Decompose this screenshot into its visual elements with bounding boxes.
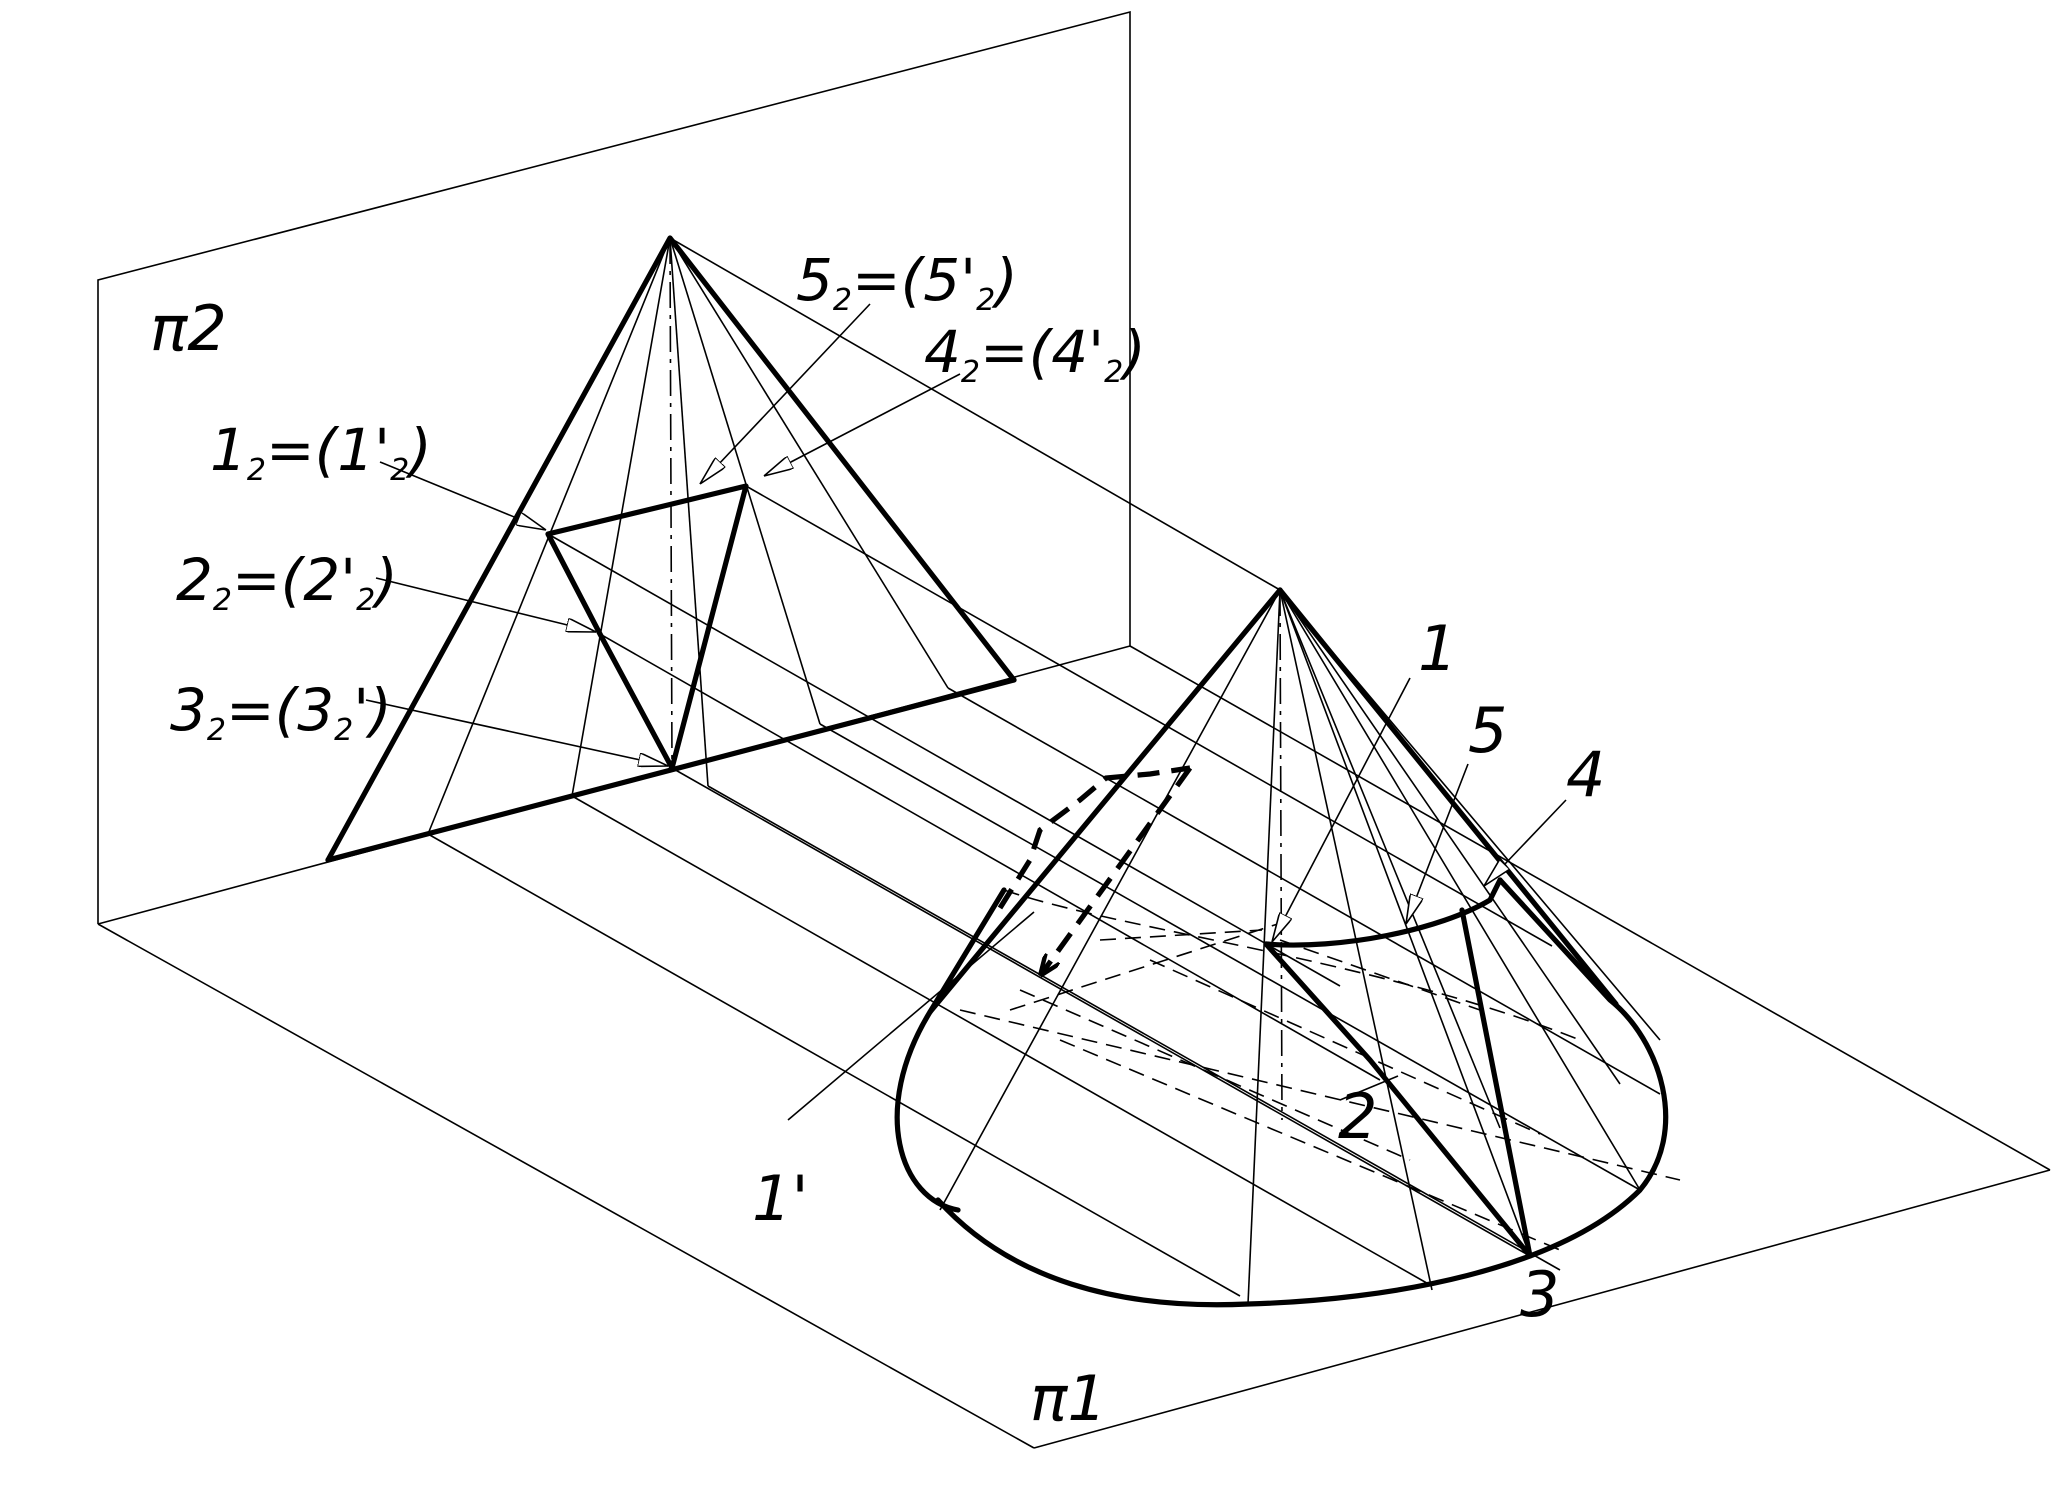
label-5-2: 52=(5'2) xyxy=(796,246,1018,318)
label-1-2: 12=(1'2) xyxy=(210,416,432,488)
label-h-4: 4 xyxy=(1566,738,1605,811)
horizontal-cone xyxy=(894,587,1681,1308)
label-3-2: 32=(32') xyxy=(170,676,392,748)
label-h-2: 2 xyxy=(1338,1080,1377,1153)
projection-lines xyxy=(427,237,1661,1297)
frontal-point-labels: 12=(1'2) 22=(2'2) 32=(32') 52=(5'2) 42=(… xyxy=(170,246,1146,748)
label-2-2: 22=(2'2) xyxy=(176,546,398,618)
horizontal-point-labels: 1 5 4 2 3 1' xyxy=(752,612,1605,1331)
label-h-3: 3 xyxy=(1520,1258,1559,1331)
label-4-2: 42=(4'2) xyxy=(924,318,1146,390)
label-pi1: π1 xyxy=(1030,1362,1107,1435)
label-h-1: 1 xyxy=(1418,612,1457,685)
frontal-cone xyxy=(325,235,1017,863)
label-h-5: 5 xyxy=(1468,694,1507,767)
horizontal-plane xyxy=(97,645,2051,1449)
frontal-plane xyxy=(97,10,1131,924)
label-h-1prime: 1' xyxy=(752,1162,809,1235)
label-pi2: π2 xyxy=(150,292,227,365)
plane-labels: π2 π1 xyxy=(150,292,1107,1435)
leaders xyxy=(365,303,1567,1121)
